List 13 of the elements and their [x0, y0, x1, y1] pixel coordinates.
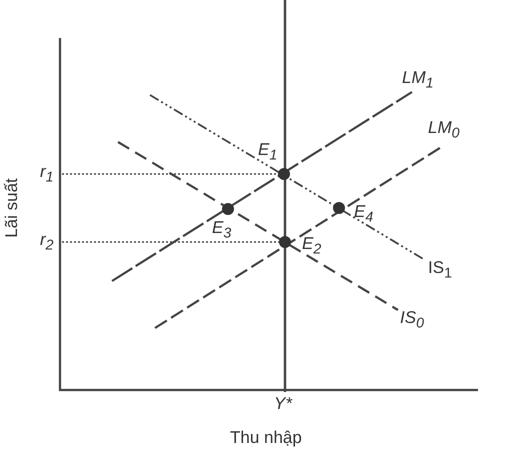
axis-title: Lãi suất	[2, 178, 22, 238]
curve-label: LM$_{1}$	[402, 68, 434, 94]
curve-label: LM$_{0}$	[428, 118, 460, 144]
point-label: E$_{2}$	[302, 234, 322, 260]
curve-label: IS$_{0}$	[400, 308, 424, 334]
point-label: E$_{3}$	[212, 218, 232, 244]
axis-title: Thu nhập	[230, 428, 302, 448]
axis-value-label: Y*	[274, 394, 292, 414]
curve-label: IS$_{1}$	[428, 258, 452, 284]
point-label: E$_{1}$	[258, 140, 278, 166]
axis-value-label: r$_{1}$	[40, 162, 54, 188]
point-label: E$_{4}$	[354, 202, 374, 228]
axis-value-label: r$_{2}$	[40, 230, 54, 256]
